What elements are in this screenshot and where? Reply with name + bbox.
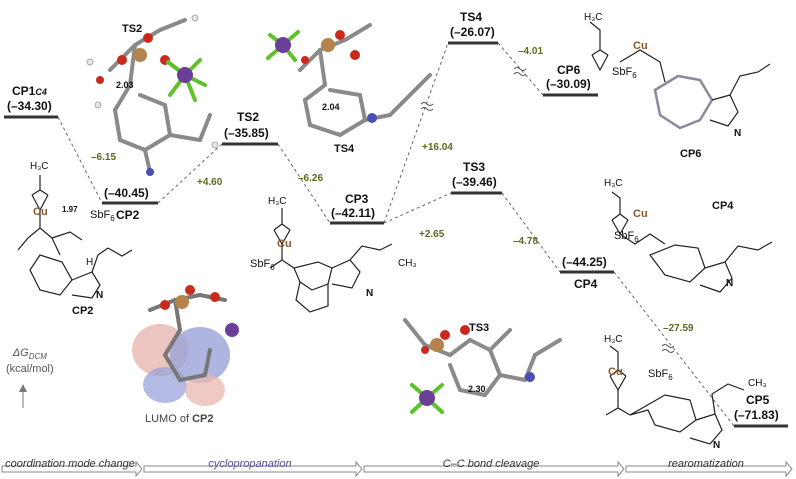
cp6-structure	[589, 21, 771, 130]
cp1c4-label: CP1C4	[12, 84, 47, 98]
ts4-3d-model	[266, 23, 432, 137]
delta-ts4-cp6: –4.01	[518, 46, 544, 57]
cp4-cu: Cu	[633, 208, 648, 220]
cp6-structure-label: CP6	[680, 148, 702, 160]
cp6-label: CP6	[557, 63, 581, 77]
cp6-sbf6: SbF6	[612, 66, 637, 81]
cp4-structure-label: CP4	[712, 200, 734, 212]
phase-rearomatization: rearomatization	[668, 458, 744, 470]
ts2-label: TS2	[237, 110, 260, 124]
delta-ts2-cp3: –6.26	[298, 173, 324, 184]
cp3-sbf6: SbF6	[250, 258, 275, 273]
phase-cc-cleavage: C–C bond cleavage	[442, 458, 540, 470]
cp4-structure	[611, 191, 773, 293]
ts3-label: TS3	[463, 160, 486, 174]
phase-arrow-4	[625, 460, 793, 478]
cp5-cu: Cu	[608, 366, 623, 378]
cp2-h3c: H₃C	[30, 161, 49, 172]
cp4-label: CP4	[574, 277, 598, 291]
cp3-label: CP3	[345, 192, 369, 206]
ts2-energy: (–35.85)	[224, 126, 269, 140]
cp5-ch3: CH₃	[748, 378, 767, 389]
cp2-h: H	[86, 257, 94, 268]
cp3-cu: Cu	[277, 238, 292, 250]
cp2-n: N	[96, 290, 104, 301]
delta-cp4-cp5: –27.59	[663, 323, 694, 334]
cp5-n: N	[713, 440, 721, 451]
phase-arrow-1	[1, 460, 143, 478]
cp3-ch3: CH₃	[398, 258, 417, 269]
phase-coordination: coordination mode change	[5, 458, 135, 470]
lumo-cp2-model	[132, 285, 239, 406]
cp5-structure	[605, 345, 745, 445]
lumo-caption: LUMO of CP2	[145, 413, 214, 425]
level-bars	[4, 41, 788, 428]
cp2-distance: 1.97	[62, 205, 78, 214]
cp5-sbf6: SbF6	[648, 368, 673, 383]
cp3-structure	[269, 208, 393, 313]
ts3-energy: (–39.46)	[452, 175, 497, 189]
cp3-energy: (–42.11)	[331, 206, 376, 220]
cp6-cu: Cu	[633, 40, 648, 52]
cp3-h3c: H₃C	[268, 196, 287, 207]
delta-cp3-ts3: +2.65	[419, 229, 445, 240]
cp5-label: CP5	[746, 393, 770, 407]
cp6-n: N	[734, 128, 742, 139]
ts3-3d-label: TS3	[469, 322, 490, 334]
ts2-3d-label: TS2	[122, 23, 143, 35]
cp2-structure	[17, 175, 133, 299]
cp2-sbf6: SbF6	[90, 209, 115, 224]
cp5-energy: (–71.83)	[734, 408, 779, 422]
ts2-3d-model	[86, 14, 219, 176]
ts4-distance: 2.04	[322, 102, 340, 112]
cp2-structure-label: CP2	[72, 305, 94, 317]
delta-cp3-ts4: +16.04	[422, 142, 453, 153]
cp4-sbf6: SbF6	[614, 230, 639, 245]
delta-cp2-ts2: +4.60	[197, 177, 223, 188]
cp4-energy: (–44.25)	[562, 255, 607, 269]
cp2-label: CP2	[116, 208, 140, 222]
ts4-label: TS4	[460, 10, 483, 24]
axis-arrow	[19, 384, 27, 408]
cp5-h3c: H₃C	[604, 334, 623, 345]
phase-arrow-2	[143, 460, 363, 478]
cp3-n: N	[366, 288, 374, 299]
delta-cp1-cp2: –6.15	[91, 152, 117, 163]
axis-break-marks	[420, 67, 675, 353]
delta-ts3-cp4: –4.78	[513, 236, 539, 247]
cp2-energy: (–40.45)	[104, 186, 149, 200]
cp2-cu: Cu	[33, 206, 48, 218]
cp1c4-energy: (–34.30)	[7, 99, 52, 113]
phase-arrow-3	[363, 460, 625, 478]
ts3-distance: 2.30	[468, 384, 486, 394]
cp4-h3c: H₃C	[604, 178, 623, 189]
cp4-n: N	[726, 278, 734, 289]
ts4-3d-label: TS4	[334, 143, 355, 155]
phase-cyclopropanation: cyclopropanation	[208, 458, 292, 470]
cp6-h3c: H₃C	[584, 12, 603, 23]
ts2-distance: 2.03	[116, 80, 134, 90]
cp6-energy: (–30.09)	[546, 77, 591, 91]
ts3-3d-model	[403, 318, 562, 414]
axis-label: ΔGDCM (kcal/mol)	[6, 347, 54, 376]
ts4-energy: (–26.07)	[450, 25, 495, 39]
connectors	[57, 42, 735, 427]
